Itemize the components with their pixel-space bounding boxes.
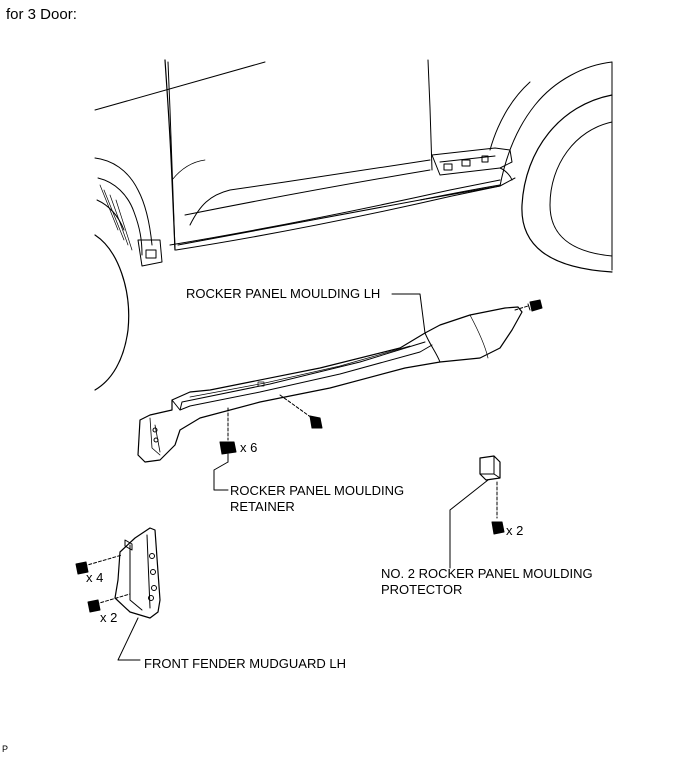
label-retainer-line1: ROCKER PANEL MOULDING — [230, 483, 405, 498]
qty-mudguard-screw: x 4 — [86, 570, 104, 585]
label-rocker-panel-moulding: ROCKER PANEL MOULDING LH — [186, 286, 381, 301]
label-retainer-line2: RETAINER — [230, 499, 295, 514]
page-title: for 3 Door: — [6, 6, 77, 23]
label-protector-line2: PROTECTOR — [381, 582, 463, 597]
qty-retainer: x 6 — [240, 440, 258, 455]
qty-protector-bolt: x 2 — [506, 523, 524, 538]
moulding-bottom-screw — [279, 394, 323, 429]
label-mudguard: FRONT FENDER MUDGUARD LH — [144, 656, 346, 671]
leader-rocker-moulding — [391, 293, 426, 334]
retainer-clip — [213, 407, 237, 491]
qty-mudguard-bolt: x 2 — [100, 610, 118, 625]
vehicle-body — [94, 59, 613, 391]
footer-mark: P — [2, 744, 9, 754]
moulding-rear-screw — [514, 299, 543, 312]
mudguard-part — [75, 527, 161, 661]
rocker-panel-moulding-shape — [137, 306, 523, 463]
label-protector-line1: NO. 2 ROCKER PANEL MOULDING — [381, 566, 593, 581]
protector-part — [449, 455, 505, 569]
